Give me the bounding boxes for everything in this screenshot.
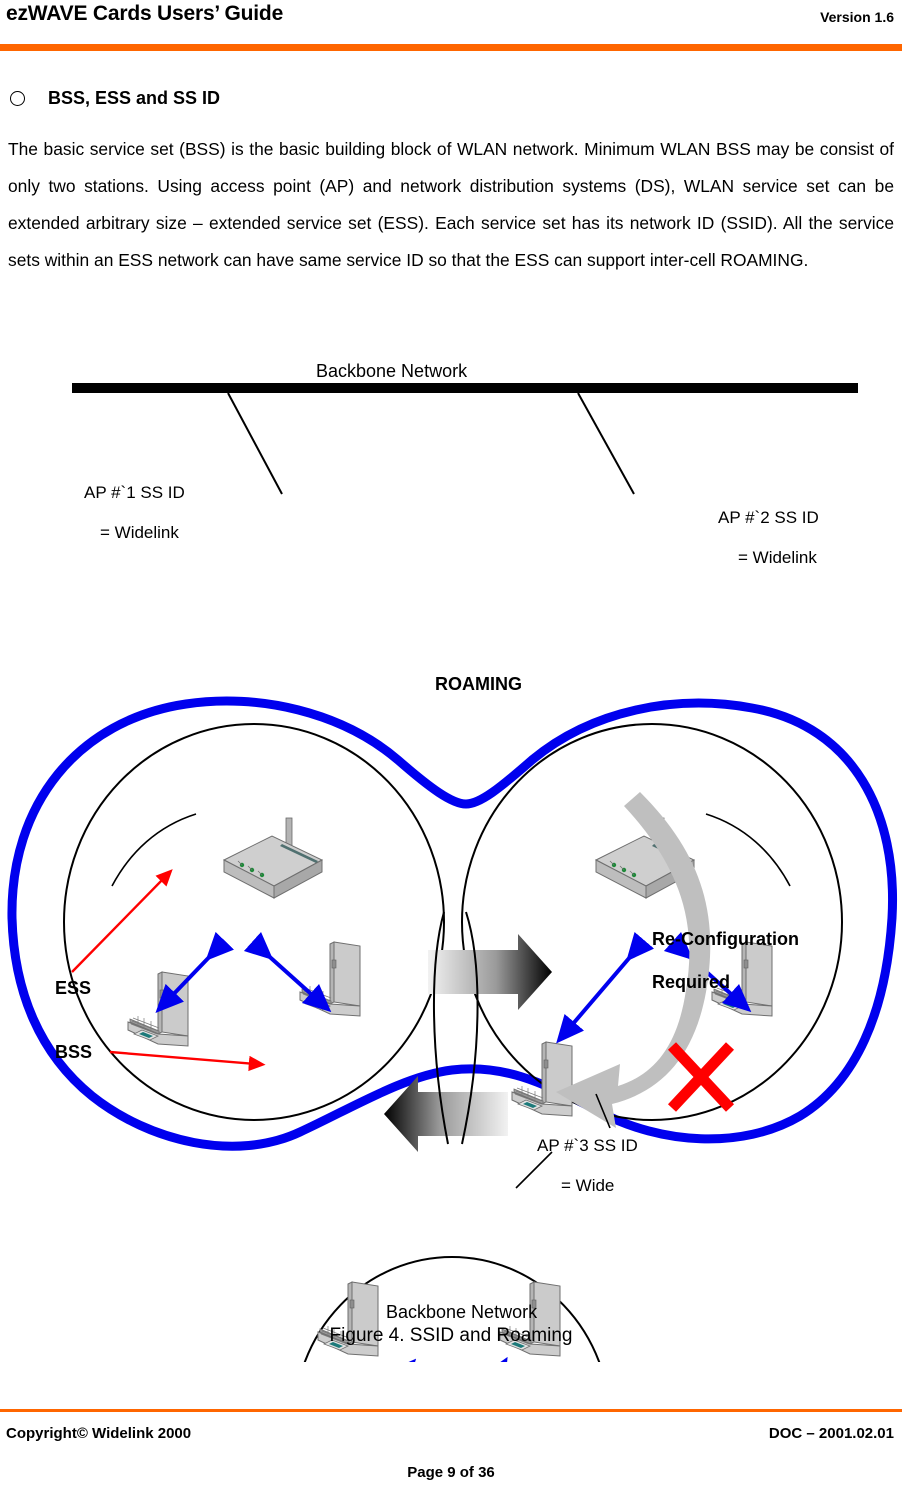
- reconfiguration-arrow: [556, 792, 711, 1128]
- ess-label: ESS: [55, 978, 92, 998]
- figure-ssid-roaming: Backbone Network AP #`1 SS ID = Widelink…: [0, 352, 902, 1362]
- section-paragraph: The basic service set (BSS) is the basic…: [8, 139, 894, 270]
- bss-circle-3: [303, 1256, 601, 1362]
- wireless-link-3: [556, 931, 655, 1044]
- page-header: ezWAVE Cards Users’ Guide Version 1.6: [0, 0, 902, 46]
- roaming-arrow-right: [428, 934, 552, 1010]
- document-title: ezWAVE Cards Users’ Guide: [6, 2, 284, 25]
- bss-label: BSS: [55, 1042, 93, 1062]
- wireless-link-2: [243, 931, 332, 1013]
- reconfig-label-line1: Re-Configuration: [652, 929, 799, 949]
- ap1-ssid-label: = Widelink: [100, 523, 179, 542]
- ap2-ssid-label: = Widelink: [738, 548, 817, 567]
- cross-mark-icon: [667, 1042, 735, 1112]
- footer-rule: [0, 1409, 902, 1412]
- bss-circle-1: [63, 723, 445, 1121]
- ess-boundary: [7, 696, 898, 1151]
- ap3-leader-bottom: [515, 1151, 553, 1189]
- section-heading-row: BSS, ESS and SS ID: [8, 88, 808, 116]
- ap3-leader-top: [595, 1093, 611, 1129]
- figure-canvas: [7, 383, 898, 1362]
- laptop-icon-1: [127, 971, 189, 1047]
- ap3-ssid-label: = Wide: [561, 1176, 615, 1195]
- roaming-arrow-left: [384, 1076, 508, 1152]
- ap1-name-label: AP #`1 SS ID: [84, 483, 185, 502]
- backbone-label-bottom: Backbone Network: [386, 1302, 538, 1322]
- backbone-bar-top: [72, 383, 858, 393]
- backbone-link-ap2: [577, 392, 635, 495]
- overlap-arc-right: [461, 911, 479, 1145]
- bss-circle-2: [461, 723, 843, 1121]
- bss-pointer-arrow: [109, 1050, 266, 1072]
- circle-bullet-icon: [10, 91, 25, 106]
- figure-caption: Figure 4. SSID and Roaming: [329, 1325, 573, 1346]
- header-rule: [0, 44, 902, 51]
- roaming-label: ROAMING: [435, 674, 522, 694]
- wireless-link-1: [155, 931, 235, 1013]
- footer-copyright: Copyright© Widelink 2000: [6, 1425, 192, 1442]
- laptop-icon-2: [299, 941, 361, 1017]
- overlap-arc-left: [432, 911, 449, 1145]
- backbone-label-top: Backbone Network: [316, 361, 468, 381]
- ap2-name-label: AP #`2 SS ID: [718, 508, 819, 527]
- ap2-leader: [705, 813, 791, 887]
- footer-page-number: Page 9 of 36: [407, 1464, 495, 1481]
- ap1-leader: [111, 813, 197, 887]
- document-version: Version 1.6: [820, 9, 894, 25]
- access-point-1-icon: [223, 817, 323, 899]
- backbone-link-ap1: [227, 392, 283, 495]
- section-heading: BSS, ESS and SS ID: [48, 88, 221, 108]
- ess-pointer-arrow: [71, 869, 173, 973]
- ap3-name-label: AP #`3 SS ID: [537, 1136, 638, 1155]
- reconfig-label-line2: Required: [652, 972, 731, 992]
- footer-doc: DOC – 2001.02.01: [768, 1425, 894, 1442]
